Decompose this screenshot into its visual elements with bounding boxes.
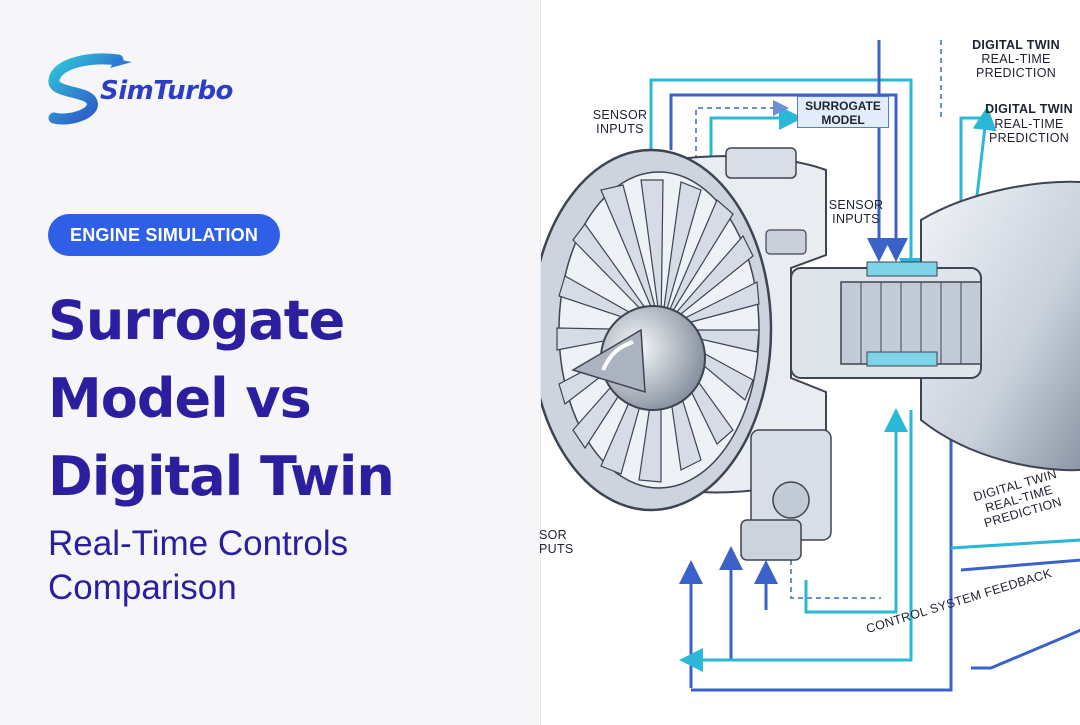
logo-swoosh-icon [48, 53, 132, 125]
label-sensor-inputs-top: SENSOR INPUTS [592, 108, 648, 136]
engine-diagram-panel: SENSOR INPUTS SURROGATE MODEL DIGITAL TW… [539, 0, 1080, 725]
label-digital-twin-top: DIGITAL TWIN [972, 38, 1060, 52]
left-panel: SimTurbo ENGINE SIMULATION Surrogate Mod… [48, 50, 528, 610]
subtitle-line-2: Comparison [48, 568, 237, 607]
title-line-1: Surrogate [48, 289, 345, 352]
title-line-2: Model vs [48, 367, 312, 430]
label-prediction-top: REAL-TIME PREDICTION [975, 52, 1057, 80]
label-digital-twin-mid: DIGITAL TWIN [985, 102, 1073, 116]
category-badge: ENGINE SIMULATION [48, 214, 281, 256]
brand-name: SimTurbo [100, 76, 233, 106]
title-line-3: Digital Twin [48, 445, 395, 508]
flow-lines [649, 40, 1080, 692]
engine-body [541, 147, 1080, 561]
subtitle-line-1: Real-Time Controls [48, 524, 349, 563]
page-title: Surrogate Model vs Digital Twin [48, 282, 528, 516]
label-sensor-inputs-cut: SOR PUTS [539, 528, 574, 556]
label-prediction-mid: REAL-TIME PREDICTION [988, 117, 1070, 145]
page-subtitle: Real-Time Controls Comparison [48, 522, 528, 610]
label-surrogate-model: SURROGATE MODEL [797, 96, 889, 128]
label-sensor-inputs-center: SENSOR INPUTS [828, 198, 884, 226]
turbofan-engine-illustration [541, 40, 1080, 692]
brand-logo[interactable]: SimTurbo [48, 50, 248, 130]
